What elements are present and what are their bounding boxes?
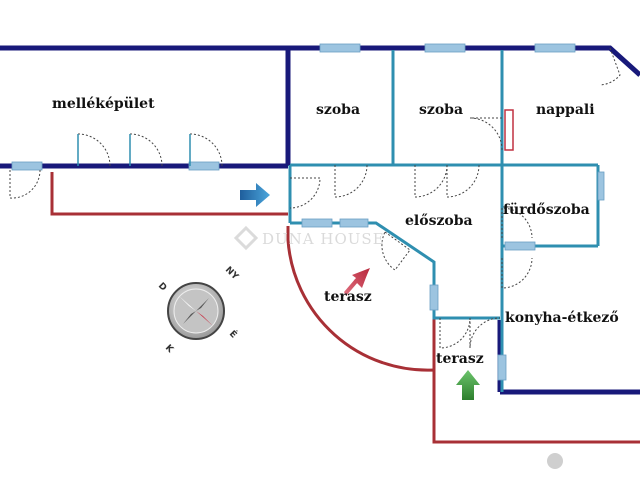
compass-north-letter: NY [223, 265, 240, 282]
door-lines [77, 134, 191, 166]
window-outbuilding-left [11, 161, 43, 171]
door-outbuilding-4 [9, 169, 41, 199]
compass-needle-north [196, 311, 213, 326]
outbuilding-walls [0, 45, 291, 169]
entrance-path-outline [50, 172, 288, 216]
zenga-text: zenga [568, 453, 618, 471]
label-outbuilding: melléképület [52, 96, 155, 112]
door-terrace-bottom-1 [439, 317, 471, 349]
door-outbuilding-3 [189, 133, 223, 167]
agency-watermark: DUNA HOUSE [233, 225, 385, 251]
zenga-icon [547, 453, 563, 469]
label-kitchen-dining: konyha-étkező [505, 310, 619, 326]
living-room-radiator [504, 109, 514, 151]
door-room2 [414, 164, 448, 198]
left-terrace-curve [286, 226, 436, 372]
door-swings [9, 47, 621, 349]
agency-watermark-text: DUNA HOUSE [262, 230, 385, 248]
door-room1 [334, 164, 368, 198]
window-living-top [534, 43, 576, 53]
label-hallway: előszoba [405, 213, 473, 229]
compass-south-letter: K [163, 343, 176, 356]
compass-needle-west [183, 311, 196, 324]
door-living [469, 117, 503, 151]
window-kitchen [497, 354, 507, 381]
window-room1-top [319, 43, 361, 53]
door-living-top [599, 47, 621, 86]
door-outbuilding-1 [77, 133, 111, 167]
arrow-red-terrace [344, 268, 370, 296]
terrace-outlines [50, 172, 640, 444]
window-diag [429, 284, 439, 311]
door-entrance [289, 177, 321, 209]
label-living-room: nappali [536, 102, 595, 118]
door-outbuilding-2 [129, 133, 163, 167]
window-terrace-2 [339, 218, 369, 228]
door-terrace [381, 231, 411, 271]
zenga-watermark: zenga [547, 453, 618, 471]
window-room2-top [424, 43, 466, 53]
arrow-green-terrace [456, 370, 480, 400]
window-terrace-1 [301, 218, 333, 228]
compass: NY É K D [156, 265, 240, 356]
compass-west-letter: D [156, 281, 168, 293]
compass-east-letter: É [227, 328, 240, 341]
arrow-blue-entrance [240, 183, 270, 207]
agency-logo-mark [233, 225, 259, 251]
door-kitchen [501, 257, 533, 289]
label-room1: szoba [316, 102, 360, 118]
label-terrace-bottom: terasz [436, 351, 484, 367]
door-terrace-bottom-2 [469, 317, 501, 349]
compass-needle-south [179, 296, 196, 311]
label-terrace-left: terasz [324, 289, 372, 305]
door-hall-double [446, 164, 480, 198]
label-bathroom: fürdőszoba [503, 202, 590, 218]
bottom-terrace-outline [432, 318, 640, 444]
label-room2: szoba [419, 102, 463, 118]
window-bath [504, 241, 536, 251]
window-hall-right [597, 171, 605, 201]
windows [11, 43, 605, 381]
compass-needle-east [196, 298, 209, 311]
window-outbuilding-right [188, 161, 220, 171]
